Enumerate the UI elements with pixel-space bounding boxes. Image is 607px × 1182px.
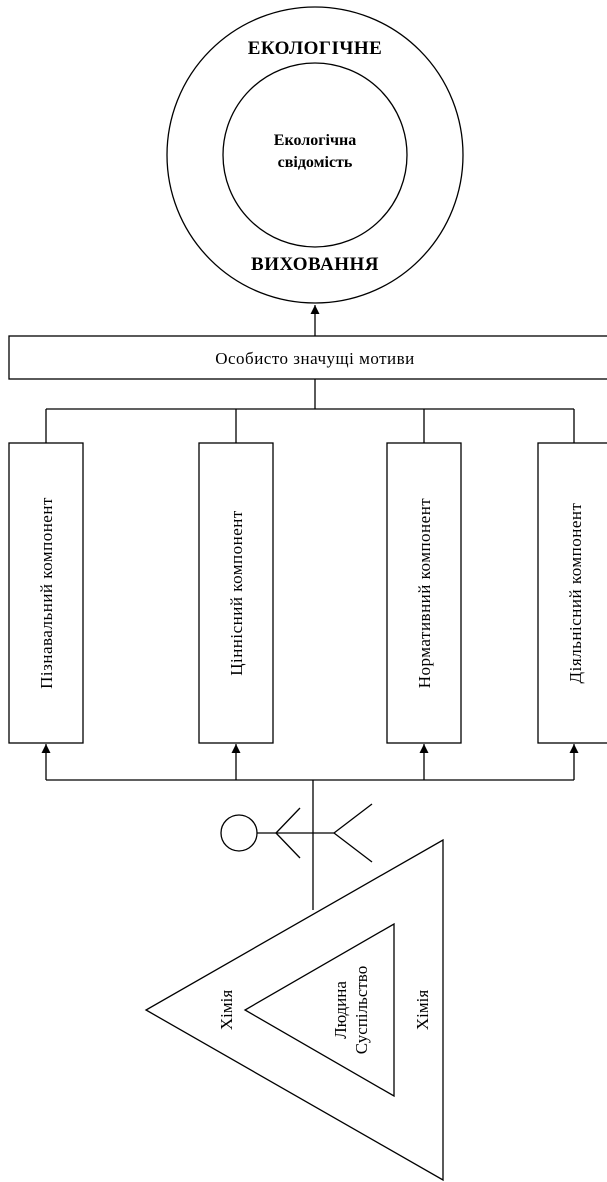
triangle-left-label: Хімія — [217, 990, 236, 1030]
outer-circle-top-label: ЕКОЛОГІЧНЕ — [248, 38, 383, 59]
component-label-2: Ціннісний компонент — [227, 510, 246, 676]
inner-triangle-label-line2: Суспільство — [352, 966, 371, 1054]
component-label-3: Нормативний компонент — [415, 498, 434, 689]
human-figure-icon — [220, 803, 373, 863]
outer-triangle — [144, 838, 444, 1182]
inner-circle-label-line1: Екологічна — [274, 132, 356, 149]
component-label-4: Діяльнісний компонент — [566, 502, 585, 683]
inner-circle-label-line2: свідомість — [278, 154, 353, 171]
component-box-3: Нормативний компонент — [386, 442, 462, 744]
outer-circle — [166, 6, 464, 304]
component-box-4: Діяльнісний компонент — [537, 442, 607, 744]
inner-triangle — [243, 922, 395, 1098]
inner-circle — [222, 62, 408, 248]
outer-circle-bottom-label: ВИХОВАННЯ — [251, 254, 379, 275]
component-label-1: Пізнавальний компонент — [37, 497, 56, 689]
component-box-2: Ціннісний компонент — [198, 442, 274, 744]
inner-triangle-label-line1: Людина — [331, 981, 350, 1039]
motives-label: Особисто значущі мотиви — [215, 349, 415, 368]
component-box-1: Пізнавальний компонент — [8, 442, 84, 744]
motives-box — [8, 335, 607, 380]
triangle-right-label: Хімія — [413, 990, 432, 1030]
